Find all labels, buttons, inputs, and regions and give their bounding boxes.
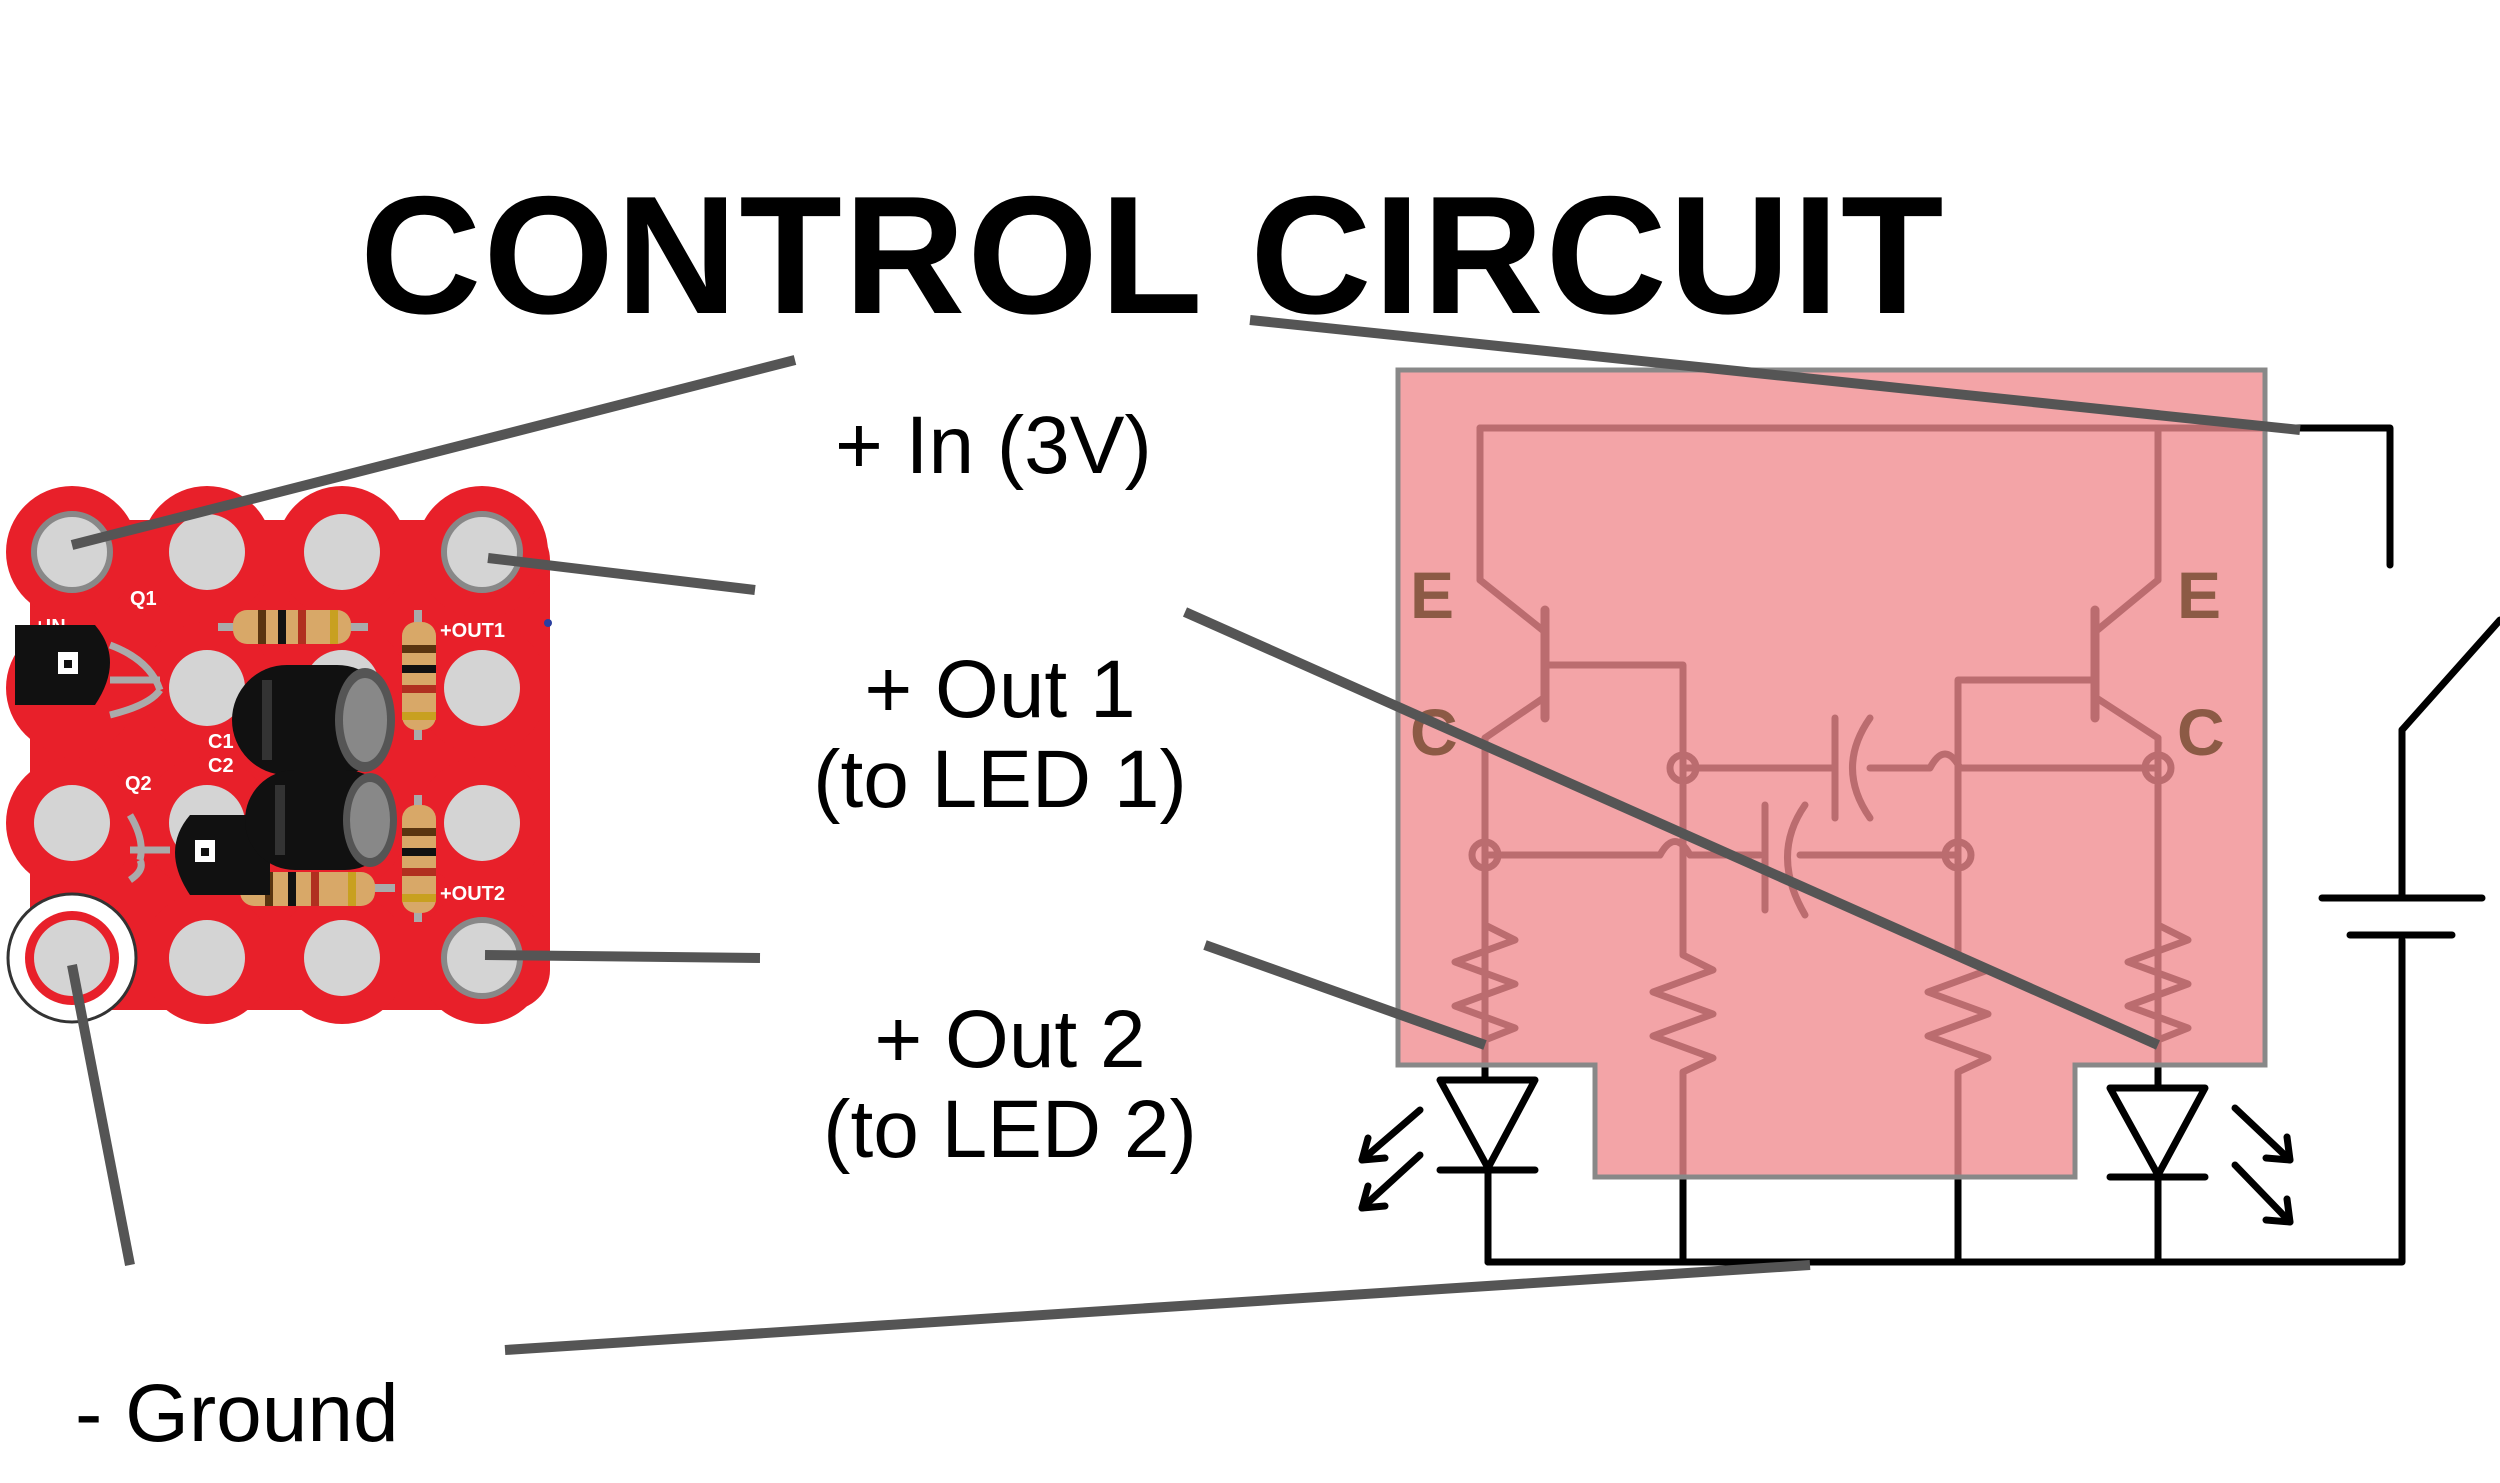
leader-ground-pcb	[67, 964, 135, 1266]
leader-out2	[484, 950, 761, 963]
pcb-dot	[544, 619, 552, 627]
led1-triangle	[1436, 1076, 1539, 1172]
pad	[169, 650, 245, 726]
pad	[169, 920, 245, 996]
led2-arrow-1	[2231, 1104, 2294, 1164]
pad	[444, 650, 520, 726]
pcb-resistor-right-top	[402, 610, 436, 740]
left-emitter-label: E	[1410, 558, 1454, 632]
silk-q2: Q2	[125, 773, 152, 795]
led2-triangle	[2106, 1084, 2209, 1179]
pcb-transistor-q2	[126, 813, 270, 895]
leader-in	[70, 355, 797, 550]
out1-pad	[441, 511, 523, 593]
in-pad	[34, 514, 110, 590]
pad	[304, 920, 380, 996]
label-ground: - Ground	[75, 1368, 399, 1459]
label-out1: + Out 1 (to LED 1)	[740, 644, 1260, 826]
pad	[169, 514, 245, 590]
led2-arrow-2	[2231, 1161, 2294, 1226]
pcb-resistor-top	[218, 610, 368, 644]
pcb-transistor-q1	[15, 625, 164, 719]
leader-in-schematic	[1249, 315, 2301, 435]
label-in: + In (3V)	[835, 400, 1152, 491]
led2-arrowhead-1	[2262, 1133, 2294, 1164]
ground-pad	[34, 920, 110, 996]
pcb-resistor-right-bottom	[402, 795, 436, 922]
label-out2: + Out 2 (to LED 2)	[750, 994, 1270, 1176]
pad	[444, 785, 520, 861]
right-collector-label: C	[2177, 695, 2225, 769]
label-out1-line2: (to LED 1)	[813, 734, 1187, 826]
silk-q1: Q1	[130, 588, 157, 610]
leader-ground-schematic	[504, 1260, 1811, 1355]
led1-arrow-2	[1358, 1151, 1424, 1212]
leader-out1	[487, 553, 756, 595]
pad	[304, 514, 380, 590]
pad	[34, 785, 110, 861]
label-out2-line1: + Out 2	[874, 994, 1146, 1085]
pcb-board: Q1 Q2 C1 C2 +OUT1 +OUT2 +IN	[6, 486, 552, 1024]
silk-c1: C1	[208, 731, 234, 753]
leader-lines	[67, 315, 2301, 1355]
pcb-capacitor-c1	[232, 665, 395, 775]
page-title: CONTROL CIRCUIT	[360, 161, 1946, 349]
label-out1-line1: + Out 1	[864, 644, 1136, 735]
led1-arrow-1	[1358, 1106, 1424, 1164]
silkscreen: Q1 Q2 C1 C2 +OUT1 +OUT2 +IN	[34, 588, 505, 905]
right-emitter-label: E	[2177, 558, 2221, 632]
led2-arrowhead-2	[2262, 1195, 2294, 1226]
led1-arrowhead-2	[1358, 1182, 1389, 1212]
leader-out2-schematic	[1203, 940, 1487, 1050]
label-out2-line2: (to LED 2)	[823, 1084, 1197, 1176]
silk-out1: +OUT1	[440, 620, 505, 642]
silk-out2: +OUT2	[440, 883, 505, 905]
output-pads	[441, 511, 523, 999]
in-pad-outline	[31, 511, 113, 593]
pcb-capacitor-c2	[245, 770, 397, 870]
control-circuit-highlight	[1395, 367, 2268, 1180]
switch-lever	[2398, 616, 2500, 734]
leader-out1-schematic	[1182, 607, 2161, 1050]
silk-c2: C2	[208, 755, 234, 777]
led1-arrowhead-1	[1358, 1134, 1389, 1164]
